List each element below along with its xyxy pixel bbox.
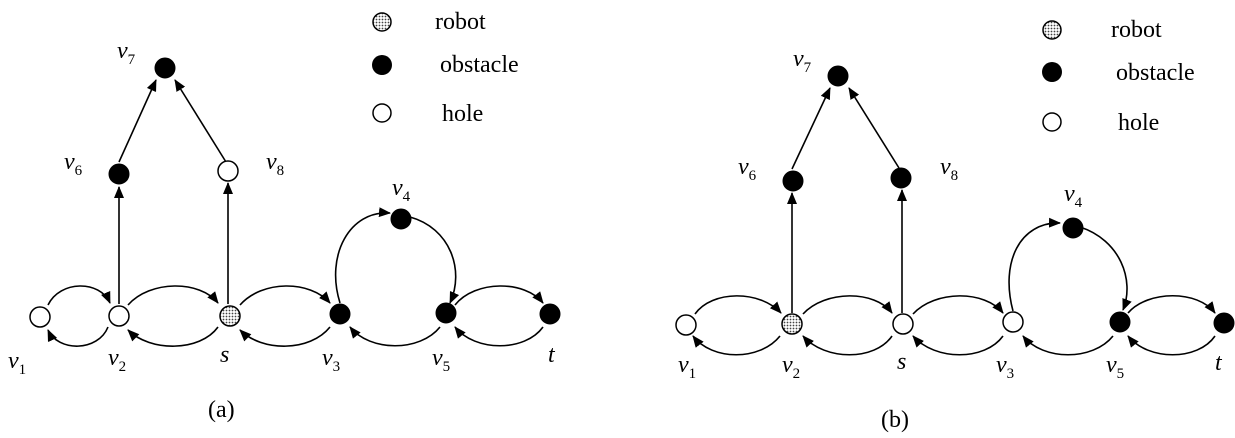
node-b-s bbox=[892, 313, 914, 335]
edges-b bbox=[692, 87, 1216, 356]
legend-b-obstacle-swatch bbox=[1042, 62, 1062, 82]
label-b-v7: v7 bbox=[793, 46, 812, 76]
label-a-v1: v1 bbox=[8, 348, 26, 378]
edge-a-v3-s bbox=[239, 326, 331, 347]
edge-b-s-v2 bbox=[802, 335, 893, 356]
edge-b-v3-v4 bbox=[1008, 217, 1061, 312]
legend-a-obstacle-label: obstacle bbox=[440, 52, 519, 78]
node-b-v7 bbox=[827, 65, 849, 87]
label-a-v2: v2 bbox=[108, 345, 126, 375]
edges-a bbox=[47, 79, 544, 347]
label-b-v5: v5 bbox=[1106, 352, 1124, 382]
node-b-v3 bbox=[1002, 311, 1024, 333]
nodes-b bbox=[675, 65, 1235, 336]
caption-b: (b) bbox=[881, 407, 909, 433]
edge-a-s-v2 bbox=[127, 326, 219, 347]
edge-b-v1-v2 bbox=[694, 295, 782, 315]
legend-b-obstacle-label: obstacle bbox=[1116, 60, 1195, 86]
edge-b-v3-s bbox=[912, 335, 1004, 356]
label-b-v2: v2 bbox=[782, 352, 800, 382]
node-a-v4 bbox=[390, 208, 412, 230]
edge-a-v2-v1 bbox=[47, 326, 109, 347]
edge-b-s-v3 bbox=[912, 295, 1004, 315]
label-a-t: t bbox=[548, 342, 556, 368]
node-a-v8 bbox=[217, 160, 239, 182]
edge-b-t-v5 bbox=[1127, 335, 1216, 356]
label-b-s: s bbox=[897, 349, 906, 375]
label-a-v7: v7 bbox=[117, 38, 136, 68]
node-a-t bbox=[539, 303, 561, 325]
edge-b-v4-v5 bbox=[1079, 226, 1132, 311]
node-b-v1 bbox=[675, 314, 697, 336]
node-b-v8 bbox=[890, 167, 912, 189]
edge-a-v6-v7 bbox=[118, 79, 157, 163]
node-a-s bbox=[219, 305, 241, 327]
legend-b-robot-swatch bbox=[1042, 20, 1062, 40]
legend-b-hole-label: hole bbox=[1118, 110, 1159, 136]
panel-b: robot obstacle hole bbox=[675, 17, 1235, 433]
node-a-v7 bbox=[154, 57, 176, 79]
edge-a-v8-v7 bbox=[174, 79, 227, 163]
node-a-v1 bbox=[29, 306, 51, 328]
edge-b-v8-v7 bbox=[848, 87, 900, 169]
legend-a-hole-swatch bbox=[372, 103, 392, 123]
edge-b-v2-v1 bbox=[692, 335, 781, 356]
node-a-v2 bbox=[108, 305, 130, 327]
label-a-s: s bbox=[220, 342, 229, 368]
label-a-v8: v8 bbox=[266, 149, 284, 179]
edge-a-v1-v2 bbox=[47, 285, 111, 306]
legend-b: robot obstacle hole bbox=[1042, 17, 1195, 136]
panel-a: robot obstacle hole bbox=[8, 9, 561, 423]
label-b-t: t bbox=[1215, 350, 1223, 376]
labels-b: v1 v2 s v3 v4 v5 t v6 v7 v8 bbox=[678, 46, 1223, 382]
edge-a-v2-s bbox=[127, 285, 219, 306]
label-b-v6: v6 bbox=[738, 154, 757, 184]
legend-b-hole-swatch bbox=[1042, 112, 1062, 132]
node-b-v5 bbox=[1109, 311, 1131, 333]
edge-a-v4-v5 bbox=[409, 216, 460, 304]
legend-a-robot-swatch bbox=[372, 12, 392, 32]
edge-a-v5-v3 bbox=[349, 326, 441, 347]
edge-b-v5-v3 bbox=[1022, 335, 1114, 356]
legend-b-robot-label: robot bbox=[1111, 17, 1162, 43]
edge-b-v6-v7 bbox=[791, 87, 831, 170]
node-a-v3 bbox=[329, 303, 351, 325]
legend-a: robot obstacle hole bbox=[372, 9, 519, 127]
label-a-v3: v3 bbox=[322, 345, 340, 375]
node-b-v2 bbox=[781, 313, 803, 335]
node-a-v5 bbox=[435, 302, 457, 324]
legend-a-robot-label: robot bbox=[435, 9, 486, 35]
label-b-v1: v1 bbox=[678, 352, 696, 382]
label-a-v5: v5 bbox=[432, 345, 450, 375]
labels-a: v1 v2 s v3 v4 v5 t v6 v7 v8 bbox=[8, 38, 556, 378]
node-b-v6 bbox=[782, 170, 804, 192]
nodes-a bbox=[29, 57, 561, 328]
legend-a-hole-label: hole bbox=[442, 101, 483, 127]
label-a-v6: v6 bbox=[64, 149, 83, 179]
legend-a-obstacle-swatch bbox=[372, 55, 392, 75]
node-b-t bbox=[1213, 312, 1235, 334]
label-a-v4: v4 bbox=[392, 175, 411, 205]
edge-a-v3-v4 bbox=[334, 207, 391, 304]
edge-a-t-v5 bbox=[454, 326, 544, 347]
edge-b-v2-s bbox=[802, 295, 893, 315]
label-b-v4: v4 bbox=[1064, 181, 1083, 211]
label-b-v8: v8 bbox=[940, 154, 958, 184]
edge-a-v5-t bbox=[454, 285, 544, 306]
edge-a-s-v3 bbox=[239, 285, 331, 306]
node-b-v4 bbox=[1062, 217, 1084, 239]
node-a-v6 bbox=[108, 163, 130, 185]
edge-b-v5-t bbox=[1127, 295, 1216, 314]
label-b-v3: v3 bbox=[996, 352, 1014, 382]
caption-a: (a) bbox=[208, 397, 235, 423]
